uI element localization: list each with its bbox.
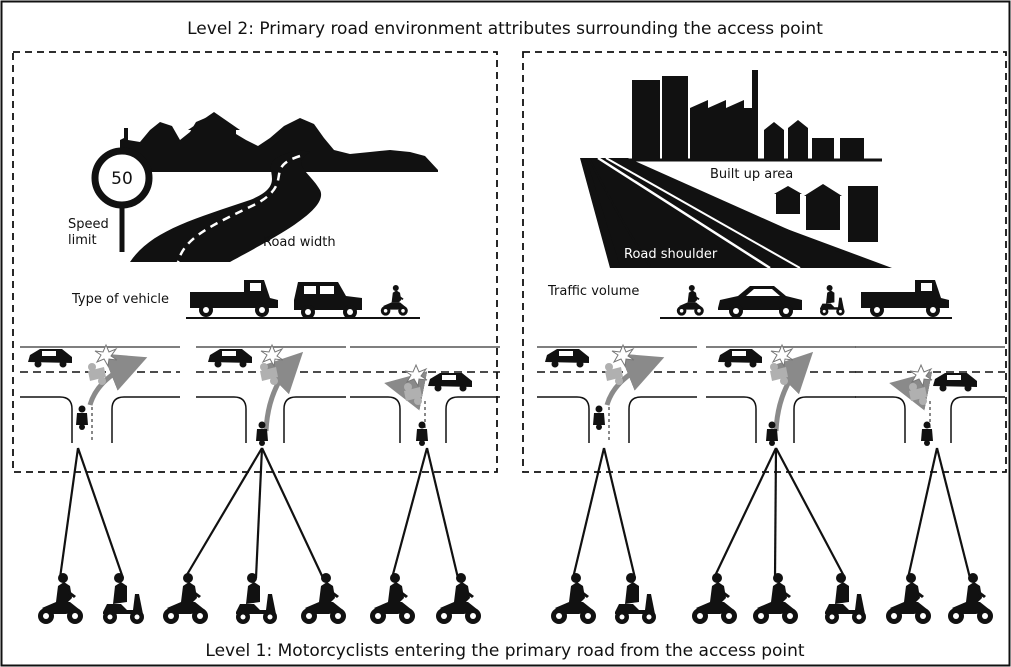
motorcyclist-icon [301,573,346,624]
motorcyclist-icon [948,573,993,624]
motorcycle-icon [380,285,408,316]
connector-line [773,447,778,579]
rural-skyline-icon [120,112,438,172]
motorcyclist-icon [163,573,208,624]
t-junction-crash-icon [20,345,180,443]
connector-line [76,447,125,579]
t-junction-crash-icon [196,345,346,446]
connector-line [602,447,637,579]
winding-road-icon [130,150,322,263]
speed-sign-value: 50 [111,169,133,189]
traffic-volume-label: Traffic volume [547,284,639,299]
t-junction-crash-icon [350,347,500,446]
motorcyclist-icon [753,573,798,624]
connector-line [713,447,777,579]
t-junction-crash-icon [855,347,1005,446]
motorcycle-icon [676,285,704,316]
truck-icon [861,280,949,317]
connector-line [184,447,263,579]
motorcyclist-row [38,573,993,624]
speed-limit-label: Speed [68,217,109,232]
scooter-rider-icon [236,573,277,624]
houses-icon [774,184,878,242]
car-icon [718,286,802,318]
connector-line [254,447,264,579]
speed-limit-label-2: limit [68,233,97,248]
connector-line [390,447,429,579]
left-attribute-panel [12,51,498,473]
scooter-rider-icon [825,573,866,624]
built-up-area-label: Built up area [710,167,793,182]
truck-icon [190,280,278,317]
t-junction-crash-icon [706,345,856,446]
connector-line [935,447,972,579]
motorcyclist-icon [38,573,83,624]
speed-limit-sign-icon: 50 [91,147,153,252]
scooter-icon [820,285,845,316]
level1-title: Level 1: Motorcyclists entering the prim… [205,641,805,661]
motorcyclist-icon [886,573,931,624]
hierarchy-connectors [58,447,972,579]
level2-title: Level 2: Primary road environment attrib… [187,19,823,39]
motorcyclist-icon [436,573,481,624]
motorcyclist-icon [370,573,415,624]
connector-line [906,447,939,579]
road-shoulder-icon [580,156,892,270]
jeep-icon [294,282,362,319]
connector-line [571,447,606,579]
motorcyclist-icon [692,573,737,624]
connector-line [58,447,80,579]
vehicle-type-label: Type of vehicle [71,292,169,307]
t-junction-crash-icon [537,345,697,443]
motorcyclist-icon [551,573,596,624]
connector-line [775,447,846,579]
connector-line [261,447,324,579]
scooter-rider-icon [615,573,656,624]
factory-buildings-icon [626,70,882,162]
connector-line [425,447,460,579]
scooter-rider-icon [103,573,144,624]
road-shoulder-label: Road shoulder [624,247,718,262]
road-width-label: Road width [263,235,336,250]
